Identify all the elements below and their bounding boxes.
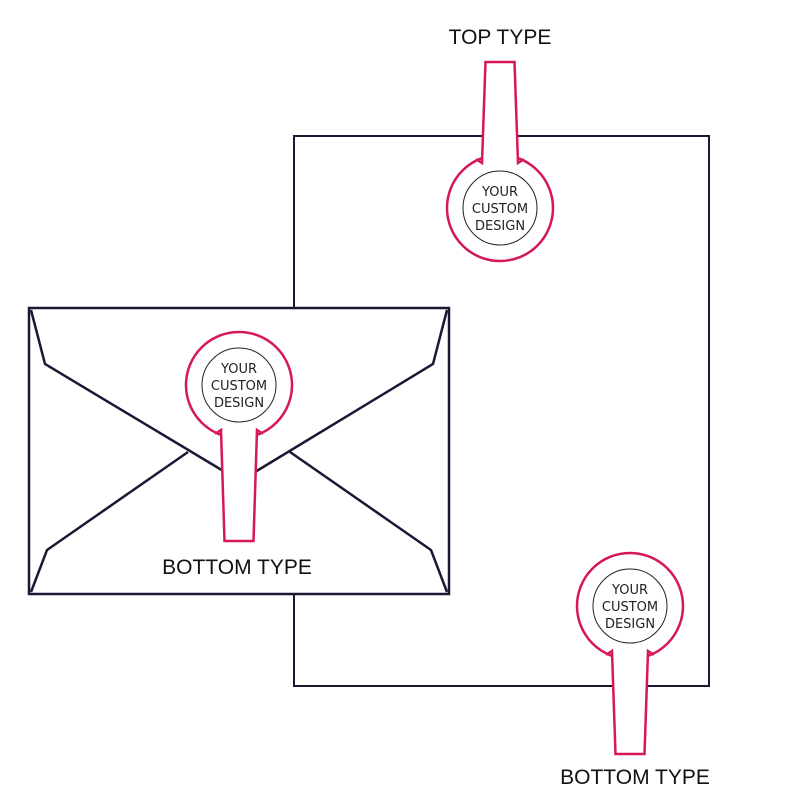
top-type-label: TOP TYPE	[449, 26, 552, 49]
bottom-tab-paper: YOUR CUSTOM DESIGN	[575, 551, 685, 756]
envelope-fold-left	[29, 450, 189, 593]
custom-design-text: CUSTOM	[211, 379, 267, 394]
envelope-flap-right	[254, 309, 449, 474]
bottom-tab-envelope: YOUR CUSTOM DESIGN	[184, 330, 294, 543]
custom-design-text: DESIGN	[605, 617, 655, 632]
envelope-fold-right	[289, 450, 449, 593]
custom-design-text: DESIGN	[475, 219, 525, 234]
design-circle	[201, 347, 277, 423]
tab-stem	[475, 60, 525, 166]
design-circle	[462, 170, 538, 246]
custom-design-text: YOUR	[220, 362, 257, 377]
top-tab: YOUR CUSTOM DESIGN	[445, 60, 555, 263]
tab-stem	[214, 427, 264, 543]
bottom-type-label-envelope: BOTTOM TYPE	[162, 556, 312, 579]
design-circle	[592, 568, 668, 644]
custom-design-text: DESIGN	[214, 396, 264, 411]
tab-stem	[605, 648, 655, 756]
custom-design-text: CUSTOM	[602, 600, 658, 615]
custom-design-text: CUSTOM	[472, 202, 528, 217]
bottom-type-label-paper: BOTTOM TYPE	[560, 766, 710, 789]
custom-design-text: YOUR	[611, 583, 648, 598]
custom-design-text: YOUR	[481, 185, 518, 200]
envelope-flap-left	[29, 309, 226, 474]
